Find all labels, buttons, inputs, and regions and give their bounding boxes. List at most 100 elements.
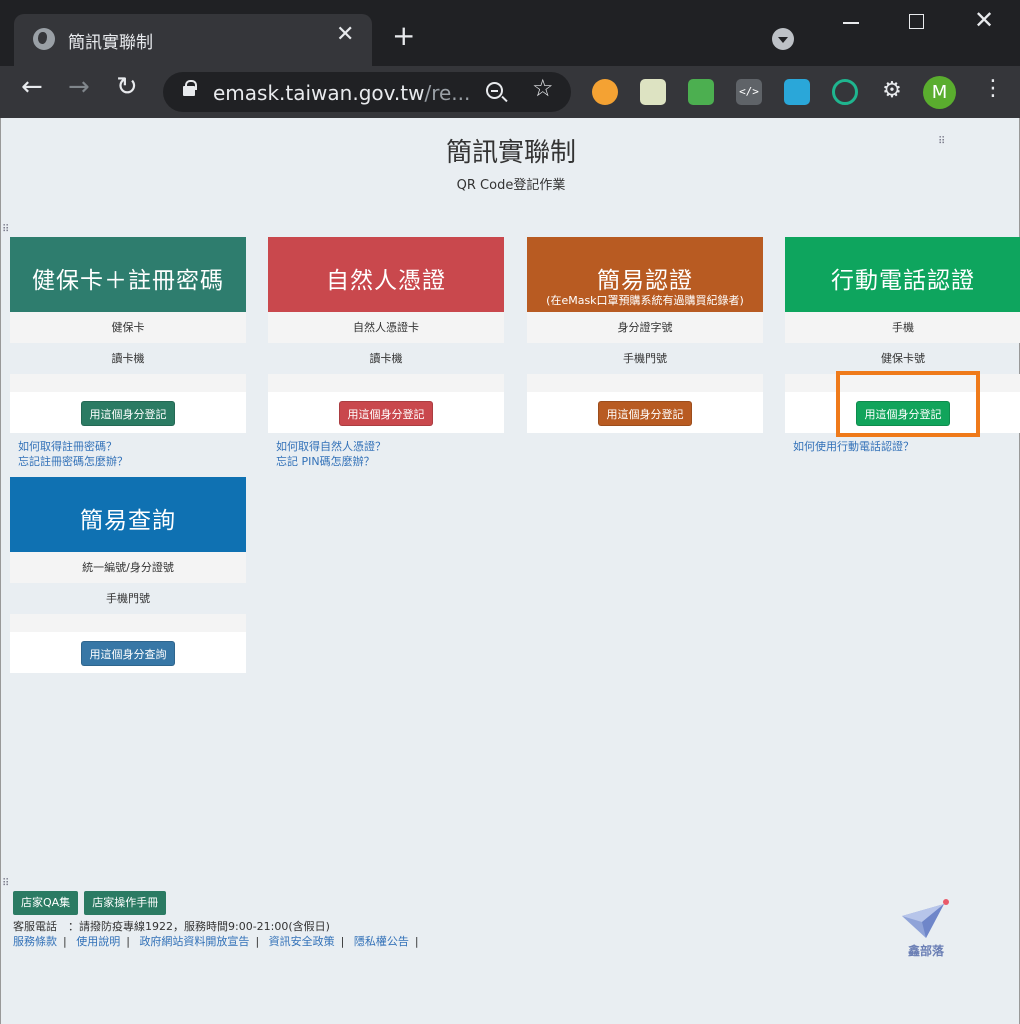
url-host: emask.taiwan.gov.tw bbox=[213, 81, 425, 105]
requirement-row: 手機門號 bbox=[623, 352, 667, 365]
card-citizen-cert: 自然人憑證 自然人憑證卡 讀卡機 用這個身分登記 如何取得自然人憑證？ 忘記 P… bbox=[268, 237, 504, 469]
browser-titlebar: 簡訊實聯制 ✕ + ✕ bbox=[0, 0, 1020, 66]
row-spacer bbox=[785, 374, 1020, 392]
button-area: 用這個身分查詢 bbox=[10, 632, 246, 673]
help-link[interactable]: 如何使用行動電話認證？ bbox=[793, 440, 914, 453]
card-nhi-card: 健保卡＋註冊密碼 健保卡 讀卡機 用這個身分登記 如何取得註冊密碼？ 忘記註冊密… bbox=[10, 237, 246, 469]
requirement-row: 健保卡 bbox=[10, 312, 246, 343]
link-separator: | bbox=[63, 935, 67, 948]
register-button[interactable]: 用這個身分登記 bbox=[856, 401, 950, 426]
link-separator: | bbox=[126, 935, 130, 948]
register-button[interactable]: 用這個身分登記 bbox=[81, 401, 175, 426]
extension-notes-icon[interactable] bbox=[640, 79, 666, 105]
forward-button[interactable]: → bbox=[68, 72, 90, 102]
bookmark-star-icon[interactable]: ☆ bbox=[532, 74, 554, 102]
button-area: 用這個身分登記 bbox=[785, 392, 1020, 433]
link-separator: | bbox=[340, 935, 345, 948]
card-header: 行動電話認證 bbox=[785, 237, 1020, 312]
maximize-button[interactable] bbox=[909, 14, 924, 29]
card-title: 自然人憑證 bbox=[326, 268, 446, 294]
requirement-row: 手機門號 bbox=[106, 592, 150, 605]
new-tab-button[interactable]: + bbox=[392, 19, 416, 52]
url-path: /re... bbox=[424, 81, 471, 105]
help-links: 如何取得自然人憑證？ 忘記 PIN碼怎麼辦？ bbox=[268, 433, 504, 469]
footer-link-security[interactable]: 資訊安全政策 bbox=[268, 935, 335, 948]
help-link[interactable]: 忘記註冊密碼怎麼辦？ bbox=[18, 455, 128, 468]
browser-menu-icon[interactable]: ⋮ bbox=[982, 76, 1004, 101]
button-area: 用這個身分登記 bbox=[268, 392, 504, 433]
requirement-row: 手機 bbox=[785, 312, 1020, 343]
reload-button[interactable]: ↻ bbox=[116, 72, 138, 102]
card-simple-auth: 簡易認證 (在eMask口罩預購系統有過購買紀錄者) 身分證字號 手機門號 用這… bbox=[527, 237, 763, 433]
help-link[interactable]: 如何取得自然人憑證？ bbox=[276, 440, 386, 453]
help-link[interactable]: 忘記 PIN碼怎麼辦？ bbox=[276, 455, 375, 468]
card-header: 簡易認證 (在eMask口罩預購系統有過購買紀錄者) bbox=[527, 237, 763, 312]
requirement-row: 自然人憑證卡 bbox=[268, 312, 504, 343]
register-button[interactable]: 用這個身分登記 bbox=[339, 401, 433, 426]
extension-power-icon[interactable] bbox=[832, 79, 858, 105]
extension-share-icon[interactable] bbox=[784, 79, 810, 105]
tab-search-icon[interactable] bbox=[772, 28, 794, 50]
help-links: 如何使用行動電話認證？ bbox=[785, 433, 1020, 454]
watermark-text: 鑫部落 bbox=[907, 944, 944, 958]
lock-icon[interactable] bbox=[183, 80, 197, 96]
card-simple-query: 簡易查詢 統一編號/身分證號 手機門號 用這個身分查詢 bbox=[10, 477, 246, 673]
requirement-row: 健保卡號 bbox=[881, 352, 925, 365]
card-title: 簡易查詢 bbox=[80, 508, 176, 534]
row-spacer bbox=[10, 614, 246, 632]
back-button[interactable]: ← bbox=[21, 72, 43, 102]
row-spacer bbox=[10, 374, 246, 392]
button-area: 用這個身分登記 bbox=[527, 392, 763, 433]
watermark-logo: 鑫部落 bbox=[900, 898, 952, 958]
help-link[interactable]: 如何取得註冊密碼？ bbox=[18, 440, 117, 453]
link-separator: | bbox=[255, 935, 260, 948]
button-area: 用這個身分登記 bbox=[10, 392, 246, 433]
query-button[interactable]: 用這個身分查詢 bbox=[81, 641, 175, 666]
card-header: 自然人憑證 bbox=[268, 237, 504, 312]
card-mobile-auth: 行動電話認證 手機 健保卡號 用這個身分登記 如何使用行動電話認證？ bbox=[785, 237, 1020, 454]
extension-code-icon[interactable]: </> bbox=[736, 79, 762, 105]
close-icon[interactable]: ✕ bbox=[336, 22, 355, 47]
card-title: 健保卡＋註冊密碼 bbox=[32, 268, 224, 294]
minimize-button[interactable] bbox=[843, 22, 859, 24]
card-note: (在eMask口罩預購系統有過購買紀錄者) bbox=[546, 294, 744, 307]
browser-toolbar: ← → ↻ emask.taiwan.gov.tw/re... ☆ </> ⚙ … bbox=[0, 66, 1020, 118]
help-links: 如何取得註冊密碼？ 忘記註冊密碼怎麼辦？ bbox=[10, 433, 246, 469]
extension-avatar-icon[interactable] bbox=[592, 79, 618, 105]
window-close-button[interactable]: ✕ bbox=[974, 6, 995, 34]
extensions-puzzle-icon[interactable]: ⚙ bbox=[882, 78, 902, 103]
link-separator: | bbox=[414, 935, 419, 948]
footer-link-open-data[interactable]: 政府網站資料開放宣告 bbox=[139, 935, 250, 948]
url-text[interactable]: emask.taiwan.gov.tw/re... bbox=[213, 81, 470, 105]
register-button[interactable]: 用這個身分登記 bbox=[598, 401, 692, 426]
browser-tab[interactable]: 簡訊實聯制 ✕ bbox=[14, 14, 372, 66]
card-header: 簡易查詢 bbox=[10, 477, 246, 552]
store-qa-button[interactable]: 店家QA集 bbox=[13, 891, 79, 915]
highlight-box bbox=[836, 371, 980, 437]
footer-link-terms[interactable]: 服務條款 bbox=[13, 935, 57, 948]
row-spacer bbox=[268, 374, 504, 392]
card-header: 健保卡＋註冊密碼 bbox=[10, 237, 246, 312]
address-bar[interactable]: emask.taiwan.gov.tw/re... ☆ bbox=[163, 72, 571, 112]
decor-dots: ⠿ bbox=[2, 224, 9, 235]
card-title: 簡易認證 bbox=[597, 268, 693, 294]
page-content: 簡訊實聯制 QR Code登記作業 ⠿ ⠿ ⠿ 健保卡＋註冊密碼 健保卡 讀卡機… bbox=[0, 118, 1020, 1024]
extension-mail-icon[interactable] bbox=[688, 79, 714, 105]
globe-icon bbox=[33, 28, 55, 50]
paper-plane-icon bbox=[902, 899, 949, 938]
profile-avatar[interactable]: M bbox=[923, 76, 956, 109]
requirement-row: 統一編號/身分證號 bbox=[10, 552, 246, 583]
row-spacer bbox=[527, 374, 763, 392]
requirement-row: 讀卡機 bbox=[369, 352, 403, 365]
page-subtitle: QR Code登記作業 bbox=[456, 178, 566, 193]
footer-links: 服務條款 | 使用說明 | 政府網站資料開放宣告 | 資訊安全政策 | 隱私權公告 | bbox=[13, 933, 425, 949]
page-title: 簡訊實聯制 bbox=[445, 138, 576, 168]
tab-title: 簡訊實聯制 bbox=[68, 33, 153, 53]
footer-link-guide[interactable]: 使用說明 bbox=[76, 935, 121, 948]
requirement-row: 身分證字號 bbox=[527, 312, 763, 343]
footer-link-privacy[interactable]: 隱私權公告 bbox=[353, 935, 409, 948]
store-manual-button[interactable]: 店家操作手冊 bbox=[84, 891, 167, 915]
decor-dots: ⠿ bbox=[2, 878, 9, 889]
card-title: 行動電話認證 bbox=[831, 268, 975, 294]
zoom-icon[interactable] bbox=[486, 82, 503, 99]
